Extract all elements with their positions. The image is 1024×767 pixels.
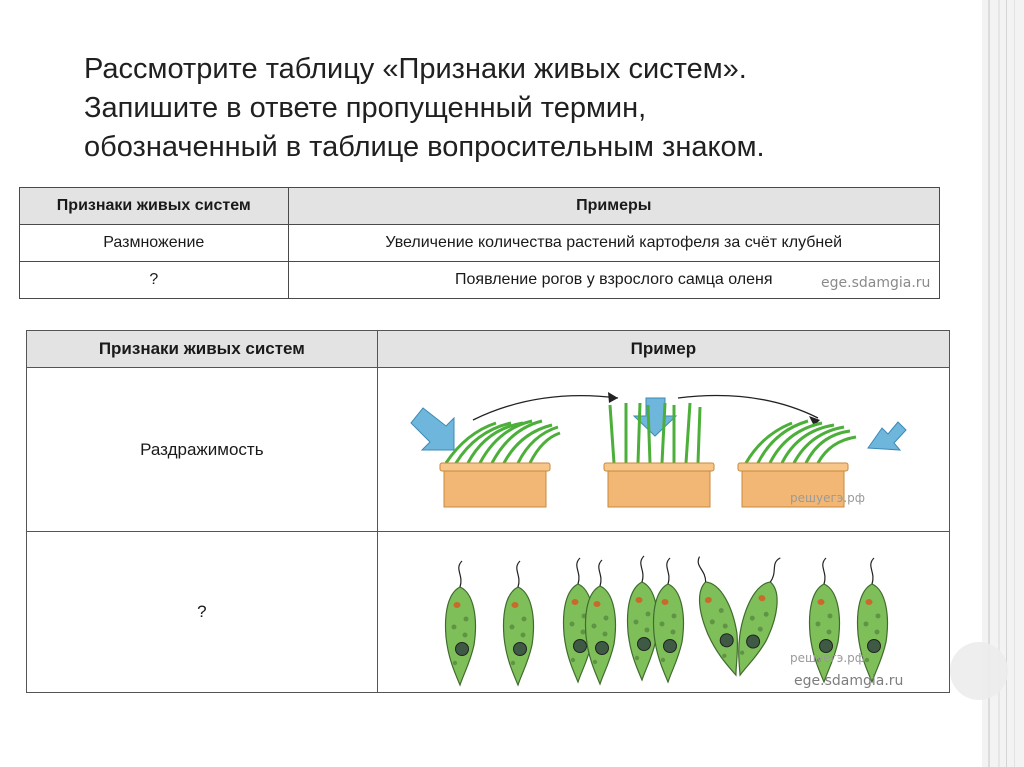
light-arrow-icon — [410, 407, 455, 451]
table-header: Признаки живых систем — [26, 330, 378, 368]
watermark: решуегэ.рф — [790, 491, 865, 505]
plant-pot-center — [603, 402, 715, 508]
table-signs-examples: Признаки живых систем Примеры Размножени… — [19, 187, 941, 299]
question-line: Рассмотрите таблицу «Признаки живых сист… — [84, 53, 747, 85]
nav-circle[interactable] — [950, 642, 1008, 700]
euglena-icon — [584, 559, 616, 685]
light-arrow-icon — [632, 397, 677, 437]
table-header: Пример — [376, 330, 951, 368]
table-row: ? Появление рогов у взрослого самца олен… — [19, 261, 941, 299]
table-cell: Размножение — [19, 224, 289, 262]
table-header: Примеры — [287, 187, 941, 225]
question-line: Запишите в ответе пропущенный термин, — [84, 92, 647, 124]
table-row: ? — [26, 531, 951, 693]
euglena-icon — [502, 560, 534, 686]
watermark: решуегэ.рф — [790, 651, 865, 665]
table-row: Размножение Увеличение количества растен… — [19, 224, 941, 262]
euglena-icon — [652, 557, 684, 683]
table-cell: ? — [19, 261, 289, 299]
plant-pot-right — [737, 419, 856, 508]
watermark: ege.sdamgia.ru — [794, 673, 904, 689]
euglena-icon — [444, 560, 476, 686]
table-signs-figures: Признаки живых систем Пример Раздражимос… — [26, 330, 951, 693]
question-line: обозначенный в таблице вопросительным зн… — [84, 131, 765, 163]
question-text: Рассмотрите таблицу «Признаки живых сист… — [84, 50, 924, 167]
table-cell: Раздражимость — [26, 367, 378, 532]
table-header: Признаки живых систем — [19, 187, 289, 225]
table-row: Раздражимость — [26, 367, 951, 532]
plant-phototropism-figure: решуегэ.рф — [376, 367, 951, 532]
table-cell: Увеличение количества растений картофеля… — [287, 224, 941, 262]
slide-edge-decoration — [982, 0, 1024, 767]
light-arrow-icon — [866, 421, 907, 451]
watermark: ege.sdamgia.ru — [821, 275, 931, 291]
euglena-division-figure: решуегэ.рф — [376, 531, 951, 693]
euglena-icon — [626, 555, 658, 681]
table-cell: Появление рогов у взрослого самца оленя — [287, 261, 941, 299]
table-cell: ? — [26, 531, 378, 693]
plant-pot-left — [439, 419, 561, 508]
